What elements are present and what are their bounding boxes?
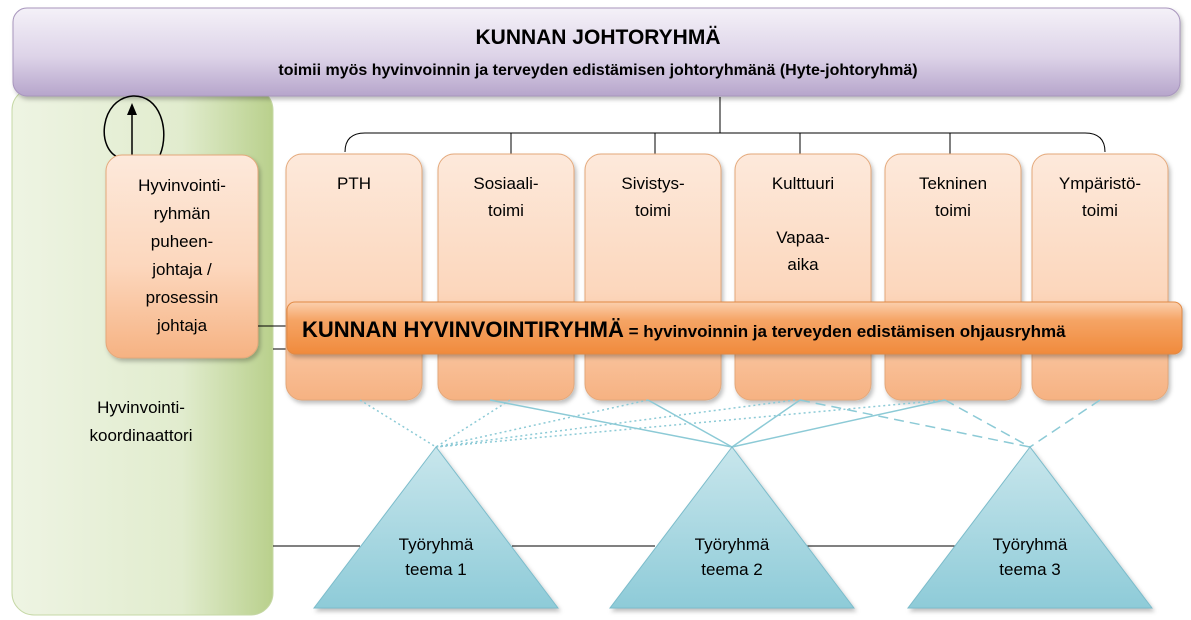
working-group-label-line: Työryhmä <box>695 535 770 554</box>
theme-connector-line <box>489 399 733 448</box>
chair-label-line: prosessin <box>146 288 219 307</box>
sector-label-line: Ympäristö- <box>1059 174 1141 193</box>
chair-label-line: puheen- <box>151 232 213 251</box>
theme-connector-line <box>359 399 437 448</box>
theme-connector-line <box>647 399 733 448</box>
working-group-label-line: Työryhmä <box>399 535 474 554</box>
theme-connector-line <box>1029 399 1101 448</box>
wellbeing-group-label: KUNNAN HYVINVOINTIRYHMÄ = hyvinvoinnin j… <box>302 317 1066 342</box>
bracket-connector <box>344 97 1106 154</box>
header-subtitle: toimii myös hyvinvoinnin ja terveyden ed… <box>278 62 917 79</box>
theme-connector-line <box>944 399 1031 448</box>
coordinator-label-line: koordinaattori <box>89 426 192 445</box>
theme-connector-line <box>435 399 649 448</box>
working-group-label-line: teema 3 <box>999 560 1060 579</box>
sector-box: Sosiaali-toimi <box>437 153 575 401</box>
chair-label-line: johtaja / <box>151 260 212 279</box>
loop-arrow <box>103 95 165 159</box>
sector-label-line: PTH <box>337 174 371 193</box>
sector-box: PTH <box>285 153 423 401</box>
theme-connectors <box>359 399 1101 448</box>
theme-connector-line <box>435 399 796 448</box>
working-group-triangle: Työryhmä teema 2 <box>608 446 856 609</box>
working-group-label-line: teema 2 <box>701 560 762 579</box>
sector-label-line: toimi <box>1082 201 1118 220</box>
working-group-triangle: Työryhmä teema 3 <box>906 446 1154 609</box>
theme-connector-line <box>731 399 801 448</box>
theme-connector-line <box>731 399 946 448</box>
sector-box: Ympäristö-toimi <box>1031 153 1169 401</box>
coordinator-label-line: Hyvinvointi- <box>97 398 185 417</box>
wellbeing-group-title: KUNNAN HYVINVOINTIRYHMÄ <box>302 317 624 342</box>
working-group-label-line: Työryhmä <box>993 535 1068 554</box>
working-group-shape <box>312 446 560 609</box>
side-connectors <box>258 325 955 547</box>
chair-label-line: ryhmän <box>154 204 211 223</box>
working-group-shape <box>608 446 856 609</box>
sector-label-line: aika <box>787 255 819 274</box>
sector-label-line: toimi <box>488 201 524 220</box>
chair-label-line: Hyvinvointi- <box>138 176 226 195</box>
sector-label-line: Kulttuuri <box>772 174 834 193</box>
working-group-shape <box>906 446 1154 609</box>
wellbeing-group-description: = hyvinvoinnin ja terveyden edistämisen … <box>624 322 1066 341</box>
sector-label-line: Sivistys- <box>621 174 684 193</box>
municipal-management-group-bar <box>12 7 1181 97</box>
chair-label-line: johtaja <box>156 316 208 335</box>
coordinator-label: Hyvinvointi-koordinaattori <box>89 398 192 445</box>
working-groups: Työryhmä teema 1 Työryhmä teema 2 Työryhmä te… <box>312 446 1154 609</box>
chair-box <box>105 154 259 359</box>
sector-label-line: Tekninen <box>919 174 987 193</box>
sector-label-line: Vapaa- <box>776 228 830 247</box>
sector-box: Sivistys-toimi <box>584 153 722 401</box>
working-group-label-line: teema 1 <box>405 560 466 579</box>
sector-label-line: Sosiaali- <box>473 174 538 193</box>
chair-label: Hyvinvointi-ryhmän puheen-johtaja / proses… <box>138 176 226 335</box>
theme-connector-line <box>799 399 1031 448</box>
header-title: KUNNAN JOHTORYHMÄ <box>475 26 720 49</box>
sector-label-line: toimi <box>635 201 671 220</box>
theme-connector-line <box>435 399 511 448</box>
sector-label-line: toimi <box>935 201 971 220</box>
wellbeing-group-band <box>286 301 1183 355</box>
sector-box: Tekninen toimi <box>884 153 1022 401</box>
working-group-triangle: Työryhmä teema 1 <box>312 446 560 609</box>
